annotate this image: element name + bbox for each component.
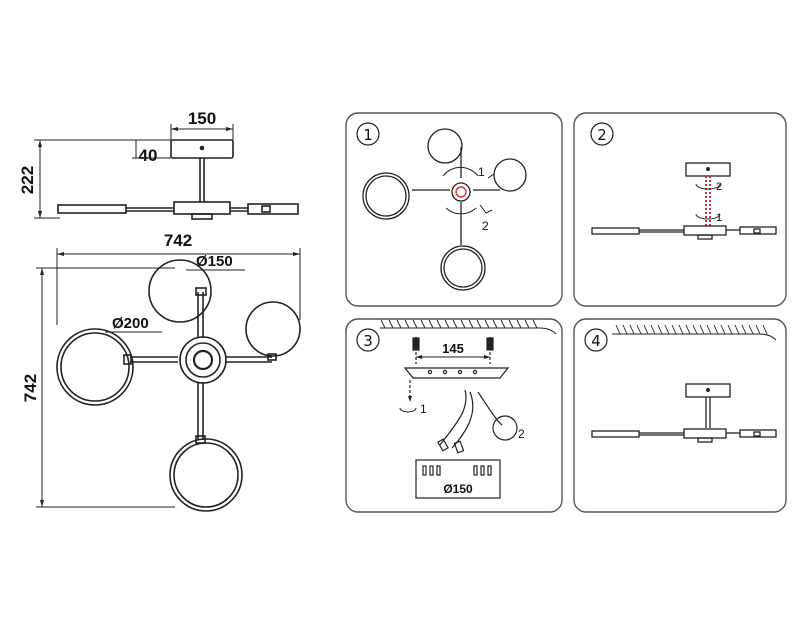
p1-hub-highlight <box>455 186 467 198</box>
step-1-badge <box>356 122 380 146</box>
p2-label-2: 2 <box>716 181 722 193</box>
p1-ring-bottom <box>440 245 486 291</box>
step-4-badge <box>584 328 608 352</box>
panel-step-3 <box>345 318 563 513</box>
p4-left-arm <box>591 430 640 438</box>
panel-step-2 <box>573 112 787 307</box>
panel-3-drawing <box>356 319 557 499</box>
hub-outer <box>179 336 227 384</box>
p1-ring-left <box>362 172 410 220</box>
p3-label-1: 1 <box>420 402 427 416</box>
ceiling-hatch <box>380 319 538 329</box>
p1-globe-right <box>493 158 527 192</box>
panel-step-4 <box>573 318 787 513</box>
step-3-badge <box>356 328 380 352</box>
panel-1-drawing <box>356 122 527 291</box>
p4-canopy <box>685 383 731 398</box>
mounting-bracket <box>403 367 510 379</box>
step-4-number: 4 <box>591 332 601 350</box>
left-arm-side <box>57 204 127 214</box>
p3-canopy-base <box>415 459 501 499</box>
p2-right-arm <box>739 226 777 235</box>
ceiling-hatch-4 <box>615 324 768 335</box>
p2-label-1: 1 <box>716 212 722 224</box>
small-globe-label: Ø150 <box>196 253 233 270</box>
step-2-badge <box>590 122 614 146</box>
panel-step-1 <box>345 112 563 307</box>
step-2-number: 2 <box>597 126 607 144</box>
small-globe-top <box>148 259 212 323</box>
canopy-height-label: 40 <box>139 146 158 165</box>
side-view <box>34 124 299 220</box>
canopy-side <box>170 139 234 159</box>
right-arm-side <box>247 203 299 215</box>
p1-globe-top <box>427 128 463 164</box>
step-3-number: 3 <box>363 332 373 350</box>
canopy-width-label: 150 <box>188 109 216 128</box>
p2-left-arm <box>591 227 640 235</box>
total-height-label: 222 <box>18 166 37 194</box>
large-ring-label: Ø200 <box>112 315 149 332</box>
p4-right-arm <box>739 429 777 438</box>
large-ring-bottom <box>169 438 243 512</box>
step-1-number: 1 <box>363 126 373 144</box>
p1-label-1: 1 <box>478 165 485 179</box>
p2-canopy <box>685 162 731 177</box>
large-ring-left <box>56 328 134 406</box>
panel-4-drawing <box>584 324 777 443</box>
overall-height-label: 742 <box>21 374 40 402</box>
hub-side <box>173 201 231 215</box>
terminal-block <box>492 415 518 441</box>
overall-width-label: 742 <box>164 231 192 250</box>
p3-canopy-diameter-label: Ø150 <box>443 482 473 496</box>
small-globe-right <box>245 301 301 357</box>
panel-2-drawing <box>590 122 777 240</box>
top-view <box>36 248 301 512</box>
p3-label-2: 2 <box>518 427 525 441</box>
bracket-width-label: 145 <box>442 341 464 356</box>
p1-label-2: 2 <box>482 219 489 233</box>
